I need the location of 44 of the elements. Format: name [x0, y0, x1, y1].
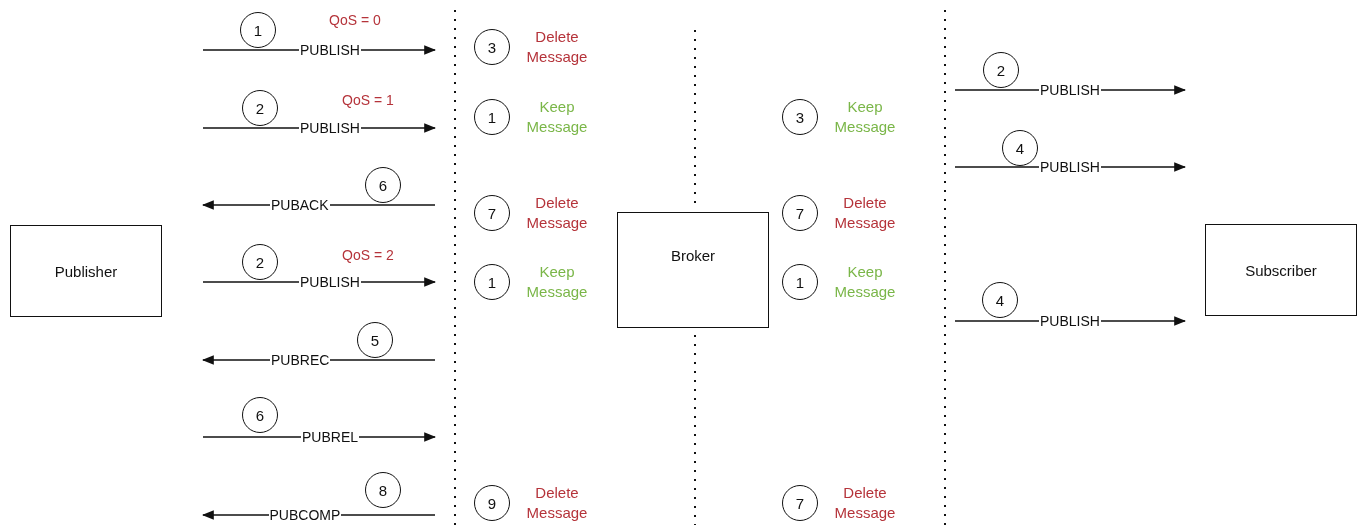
step-number-circle: 5 — [357, 322, 393, 358]
status-note: Keep Message — [525, 262, 589, 302]
step-number-circle: 4 — [1002, 130, 1038, 166]
actor-box: Subscriber — [1205, 224, 1357, 316]
step-number-circle: 7 — [782, 195, 818, 231]
step-number-circle: 1 — [474, 264, 510, 300]
qos-level-label: QoS = 0 — [328, 12, 382, 28]
message-label: PUBREC — [270, 352, 331, 368]
actor-box: Broker — [617, 212, 769, 328]
message-label: PUBLISH — [1039, 313, 1101, 329]
message-label: PUBREL — [301, 429, 360, 445]
message-label: PUBLISH — [1039, 159, 1101, 175]
step-number-circle: 1 — [240, 12, 276, 48]
status-note: Delete Message — [525, 193, 589, 233]
message-label: PUBLISH — [299, 42, 361, 58]
step-number-circle: 1 — [474, 99, 510, 135]
actor-box: Publisher — [10, 225, 162, 317]
step-number-circle: 9 — [474, 485, 510, 521]
status-note: Delete Message — [833, 193, 897, 233]
step-number-circle: 6 — [242, 397, 278, 433]
status-note: Delete Message — [525, 27, 589, 67]
step-number-circle: 3 — [782, 99, 818, 135]
status-note: Delete Message — [525, 483, 589, 523]
message-label: PUBLISH — [299, 120, 361, 136]
step-number-circle: 7 — [474, 195, 510, 231]
status-note: Keep Message — [833, 97, 897, 137]
step-number-circle: 1 — [782, 264, 818, 300]
message-label: PUBLISH — [299, 274, 361, 290]
step-number-circle: 3 — [474, 29, 510, 65]
qos-level-label: QoS = 2 — [341, 247, 395, 263]
status-note: Keep Message — [833, 262, 897, 302]
status-note: Keep Message — [525, 97, 589, 137]
qos-level-label: QoS = 1 — [341, 92, 395, 108]
step-number-circle: 8 — [365, 472, 401, 508]
step-number-circle: 6 — [365, 167, 401, 203]
step-number-circle: 7 — [782, 485, 818, 521]
message-label: PUBACK — [270, 197, 330, 213]
message-label: PUBLISH — [1039, 82, 1101, 98]
step-number-circle: 2 — [983, 52, 1019, 88]
message-label: PUBCOMP — [268, 507, 342, 523]
status-note: Delete Message — [833, 483, 897, 523]
step-number-circle: 4 — [982, 282, 1018, 318]
step-number-circle: 2 — [242, 90, 278, 126]
step-number-circle: 2 — [242, 244, 278, 280]
